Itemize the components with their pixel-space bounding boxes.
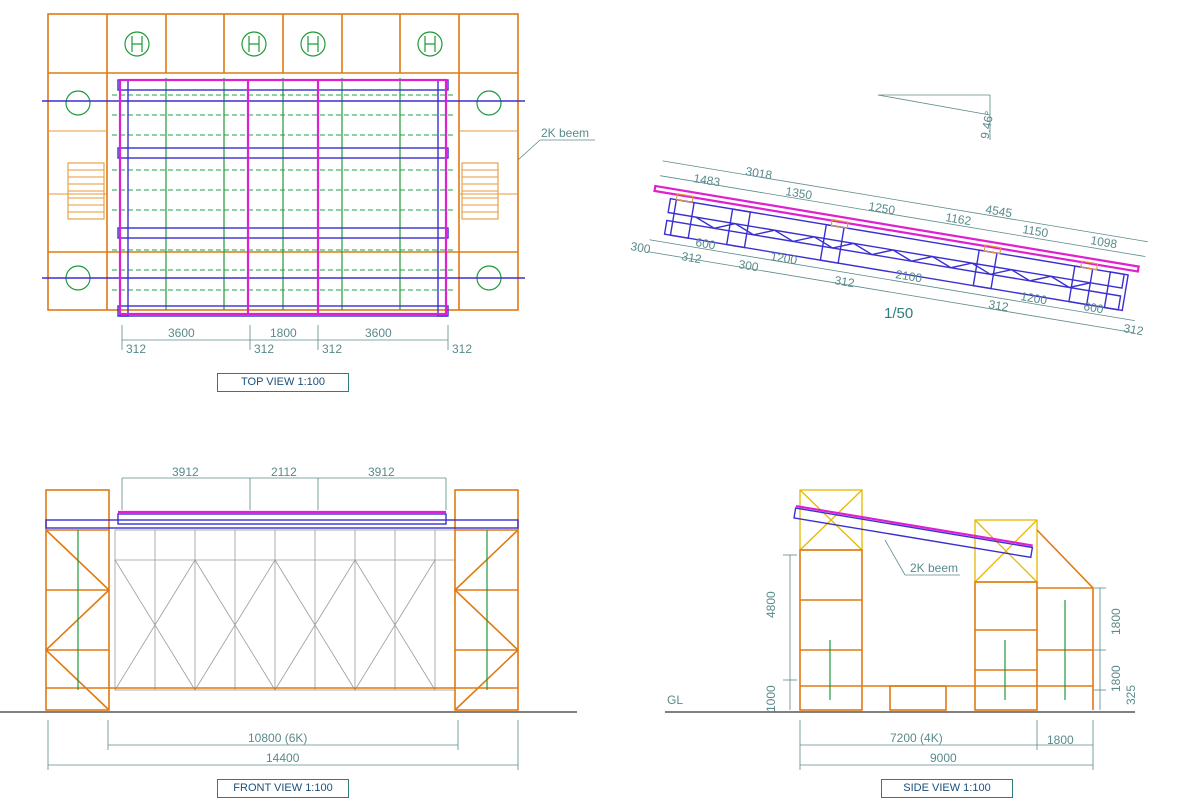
- side-dim-height-left: 4800: [764, 591, 778, 618]
- side-view-title: SIDE VIEW 1:100: [881, 779, 1013, 798]
- detail-dim-2100: 2100: [895, 267, 924, 285]
- side-gl-marker: GL: [667, 693, 683, 707]
- side-dim-base-left: 1000: [764, 685, 778, 712]
- detail-dim-1162: 1162: [945, 210, 973, 228]
- detail-dim-300a: 300: [630, 239, 652, 256]
- detail-angle: 9.46°: [978, 110, 997, 140]
- front-dim-top-left: 3912: [172, 465, 199, 479]
- detail-dim-1200a: 1200: [770, 249, 799, 267]
- detail-dim-300b: 300: [738, 257, 760, 274]
- detail-dim-4545: 4545: [985, 202, 1014, 220]
- detail-dim-1350: 1350: [785, 184, 814, 202]
- detail-dim-1098: 1098: [1090, 233, 1119, 251]
- front-view-title: FRONT VIEW 1:100: [217, 779, 349, 798]
- side-dim-right-upper: 1800: [1109, 608, 1123, 635]
- front-dim-top-center: 2112: [271, 465, 297, 479]
- detail-dim-600a: 600: [695, 235, 717, 252]
- detail-dim-3018: 3018: [745, 164, 774, 182]
- top-dim-offset-3: 312: [322, 342, 342, 356]
- detail-dim-312b: 312: [834, 273, 856, 290]
- front-dim-top-right: 3912: [368, 465, 395, 479]
- top-dim-offset-4: 312: [452, 342, 472, 356]
- side-dim-right-lower: 1800: [1109, 665, 1123, 692]
- detail-scale-label: 1/50: [884, 305, 914, 322]
- detail-dim-1483: 1483: [693, 171, 722, 189]
- detail-dim-600b: 600: [1083, 299, 1105, 316]
- top-view-drawing: [42, 13, 595, 350]
- front-dim-inner: 10800 (6K): [248, 731, 307, 745]
- top-dim-offset-1: 312: [126, 342, 146, 356]
- detail-dim-1250: 1250: [868, 199, 897, 217]
- top-dim-span-center: 1800: [270, 326, 297, 340]
- detail-dim-312d: 312: [1123, 321, 1145, 338]
- side-dim-inner: 7200 (4K): [890, 731, 943, 745]
- top-beam-annotation: 2K beem: [541, 126, 589, 140]
- detail-dim-312c: 312: [988, 297, 1010, 314]
- detail-dim-1150: 1150: [1022, 222, 1050, 240]
- side-beam-annotation: 2K beem: [910, 561, 958, 575]
- top-dim-span-right: 3600: [365, 326, 392, 340]
- side-dim-overall: 9000: [930, 751, 957, 765]
- detail-dim-1200b: 1200: [1020, 289, 1049, 307]
- side-dim-right-width: 1800: [1047, 733, 1074, 747]
- truss-detail-drawing: [647, 94, 1148, 333]
- side-view-drawing: [665, 489, 1135, 770]
- front-dim-overall: 14400: [266, 751, 300, 765]
- side-dim-right-small: 325: [1124, 685, 1138, 705]
- front-view-drawing: [0, 477, 577, 770]
- detail-dim-312a: 312: [681, 249, 703, 266]
- top-dim-offset-2: 312: [254, 342, 274, 356]
- top-dim-span-left: 3600: [168, 326, 195, 340]
- top-view-title: TOP VIEW 1:100: [217, 373, 349, 392]
